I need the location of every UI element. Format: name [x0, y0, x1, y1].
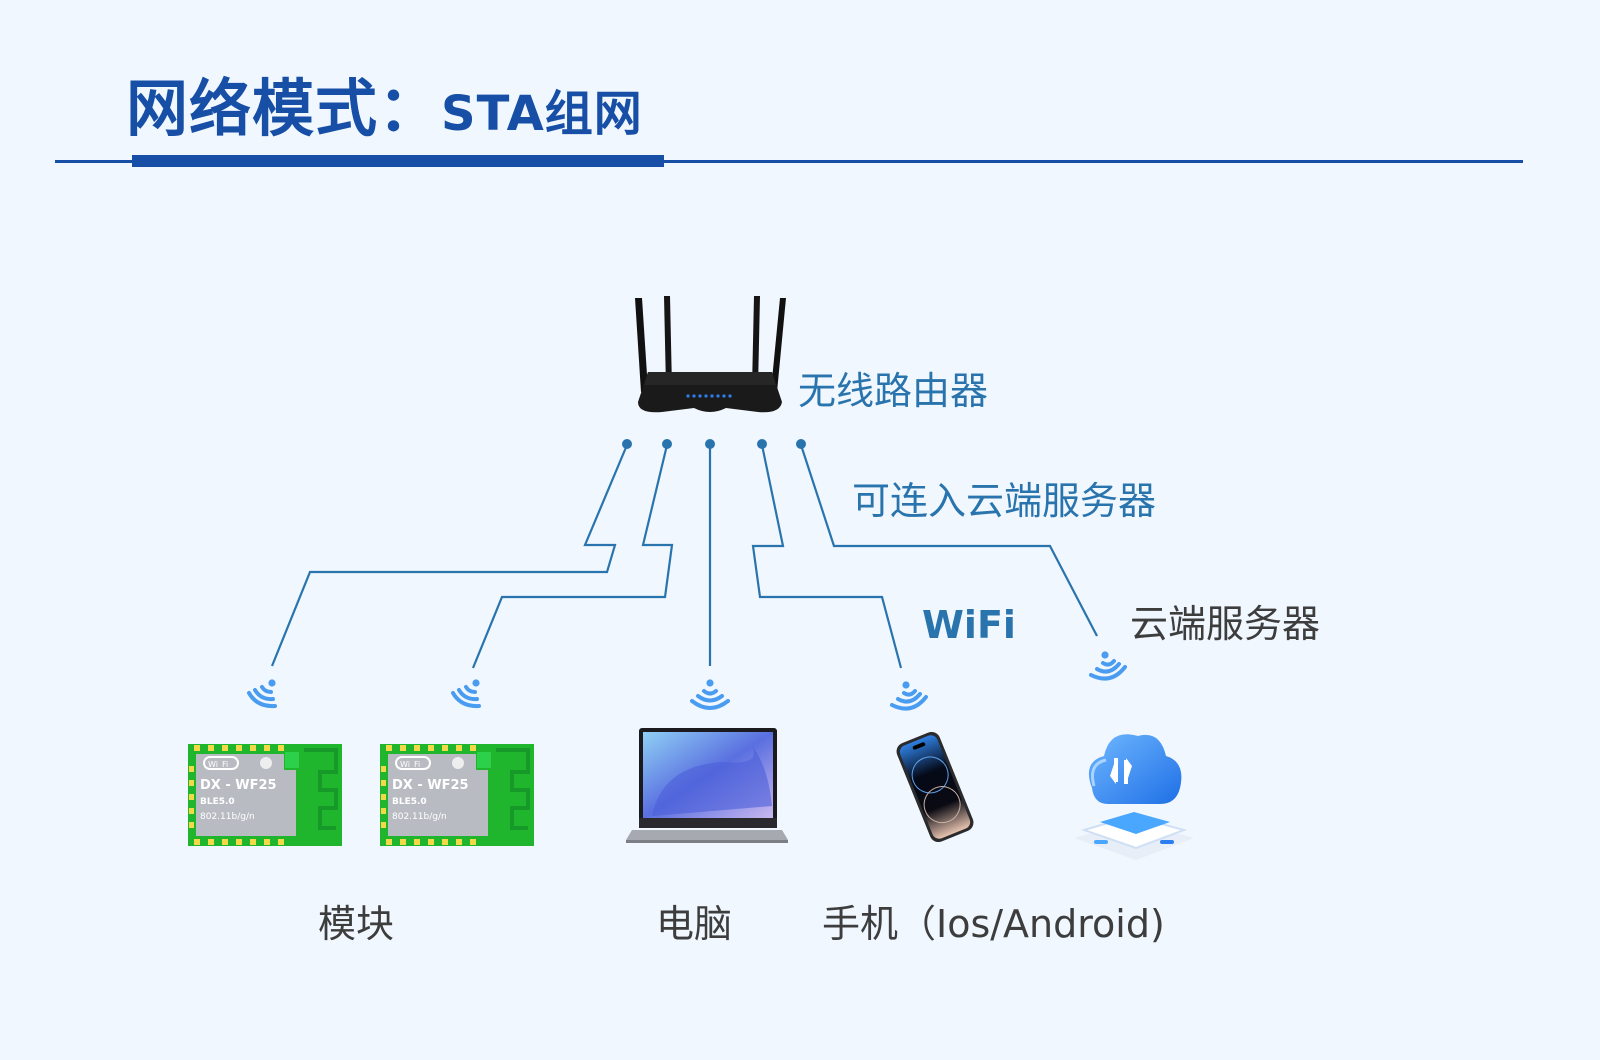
smartphone [892, 731, 978, 843]
wifi-signal-icon [690, 679, 730, 710]
svg-text:Fi: Fi [414, 760, 420, 769]
laptop [622, 726, 792, 846]
svg-text:DX - WF25: DX - WF25 [392, 778, 469, 793]
module-label: 模块 [318, 902, 395, 946]
svg-text:BLE5.0: BLE5.0 [392, 797, 427, 807]
cloud-server [1064, 718, 1204, 866]
router-port-dot [757, 439, 767, 449]
wifi-module-2: Wi Fi DX - WF25 BLE5.0 802.11b/g/n [380, 744, 534, 846]
svg-text:BLE5.0: BLE5.0 [200, 797, 235, 807]
page-title: 网络模式：STA组网 [126, 58, 643, 148]
svg-text:802.11b/g/n: 802.11b/g/n [392, 812, 447, 822]
router-port-dot [662, 439, 672, 449]
wifi-signal-icon [1089, 651, 1127, 681]
router-port-dot [622, 439, 632, 449]
wifi-signal-icon [247, 679, 277, 709]
svg-text:DX - WF25: DX - WF25 [200, 778, 277, 793]
phone-label: 手机（Ios/Android) [822, 902, 1165, 946]
title-main: 网络模式： [126, 72, 442, 145]
wifi-module-icon: Wi Fi DX - WF25 BLE5.0 802.11b/g/n [188, 744, 342, 846]
wifi-module-1: Wi Fi DX - WF25 BLE5.0 802.11b/g/n [188, 744, 342, 846]
title-underline-accent [132, 155, 664, 167]
router-port-dot [796, 439, 806, 449]
line-to-phone [751, 444, 903, 669]
computer-label: 电脑 [656, 902, 733, 946]
laptop-icon [626, 728, 788, 843]
router-icon [630, 290, 790, 422]
smartphone-icon [896, 731, 974, 843]
cloud-server-label: 云端服务器 [1130, 602, 1321, 646]
cloud-server-icon [1074, 734, 1194, 860]
line-to-module-1 [270, 444, 629, 667]
title-underline [55, 160, 1523, 163]
svg-text:Wi: Wi [400, 760, 410, 769]
router-label: 无线路由器 [798, 369, 989, 413]
wifi-signal-icon [451, 679, 481, 709]
title-sub: STA组网 [441, 86, 643, 142]
router-port-dot [705, 439, 715, 449]
line-to-module-2 [471, 444, 674, 669]
wifi-annotation: WiFi [922, 603, 1016, 647]
svg-text:802.11b/g/n: 802.11b/g/n [200, 812, 255, 822]
svg-text:Wi: Wi [208, 760, 218, 769]
line-to-cloud [799, 444, 1098, 637]
cloud-capable-annotation: 可连入云端服务器 [852, 479, 1157, 523]
wifi-module-icon: Wi Fi DX - WF25 BLE5.0 802.11b/g/n [380, 744, 534, 846]
svg-text:Fi: Fi [222, 760, 228, 769]
wifi-signal-icon [890, 681, 928, 711]
